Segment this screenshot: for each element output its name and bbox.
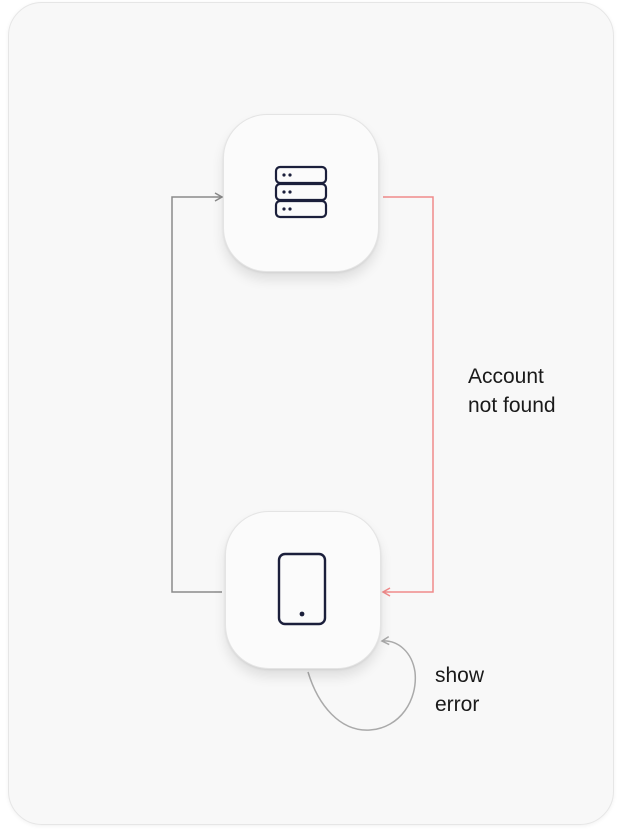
- server-icon: [274, 165, 328, 219]
- account-not-found-label-line-1: Account: [468, 365, 544, 388]
- mobile-phone-node[interactable]: [225, 511, 381, 669]
- mobile-phone-icon: [277, 552, 327, 626]
- show-error-label-line-1: show: [435, 664, 485, 687]
- request-arrow: [171, 192, 224, 593]
- show-error-label-line-2: error: [435, 693, 480, 716]
- account-not-found-label-line-2: not found: [468, 394, 556, 417]
- account-not-found-arrow: [381, 196, 434, 597]
- show-error-loop-arrow: [307, 635, 417, 731]
- account-not-found-label: Account not found: [468, 362, 556, 420]
- server-node[interactable]: [223, 114, 379, 272]
- show-error-label: show error: [435, 661, 484, 719]
